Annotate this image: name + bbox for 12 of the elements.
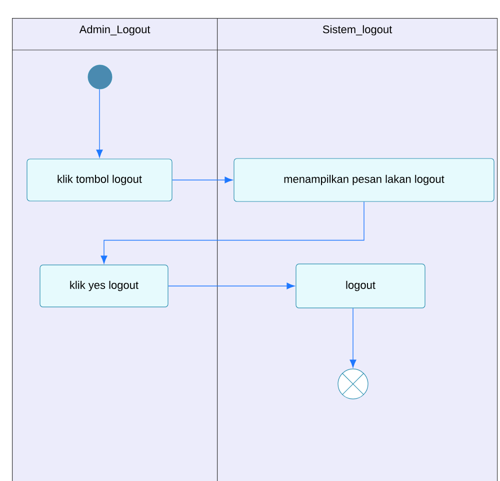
- arrow: [172, 176, 233, 184]
- action-box: logout: [296, 264, 426, 308]
- action-box: klik tombol logout: [26, 158, 172, 202]
- action-box: klik yes logout: [40, 264, 168, 308]
- start-circle: [88, 64, 112, 90]
- arrow: [100, 201, 364, 264]
- node-label: Admin_Logout: [79, 25, 150, 36]
- arrow: [350, 308, 356, 368]
- action-box: menampilkan pesan lakan logout: [234, 158, 494, 202]
- end-circle: [338, 368, 368, 400]
- arrow: [96, 88, 103, 158]
- arrow: [168, 282, 295, 290]
